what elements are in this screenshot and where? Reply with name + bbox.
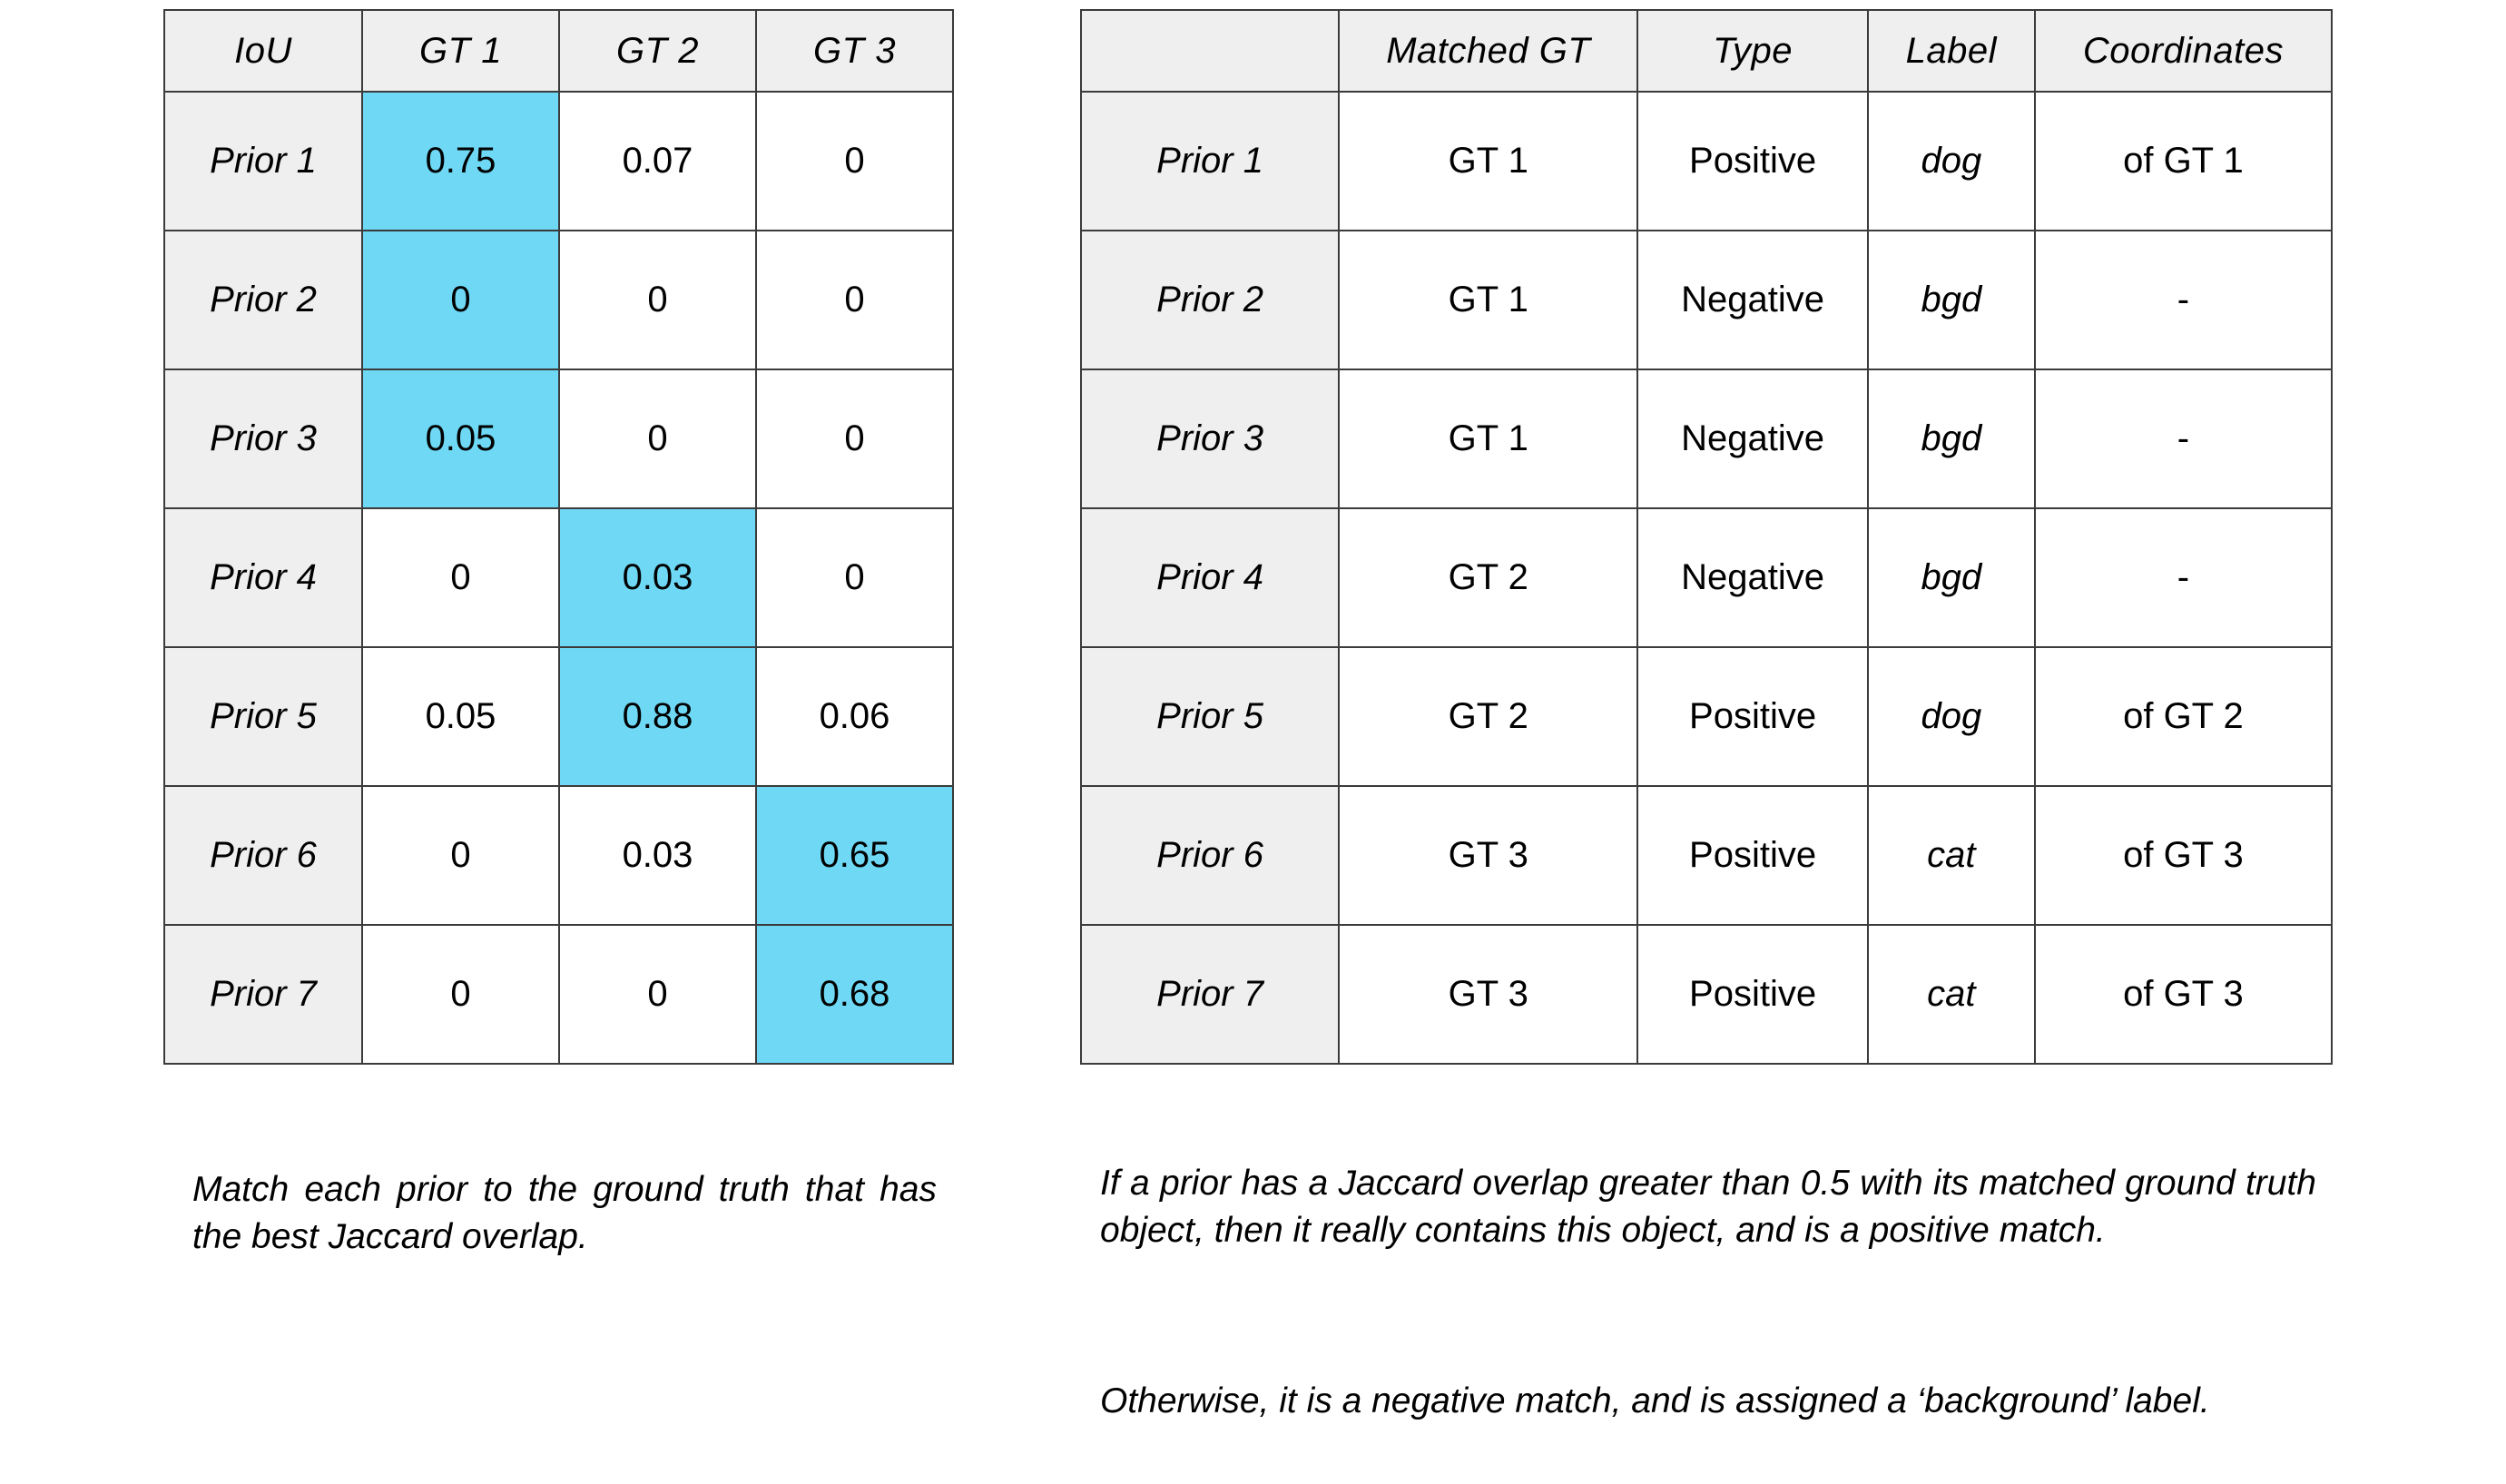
match-row-label-prior5: Prior 5 xyxy=(1079,646,1341,787)
match-cell-type-prior5: Positive xyxy=(1636,646,1869,787)
match-cell-label-prior5: dog xyxy=(1866,646,2036,787)
match-cell-type-prior3: Negative xyxy=(1636,369,1869,509)
match-cell-type-prior1: Positive xyxy=(1636,91,1869,231)
match-panel: Matched GT Type Label Coordinates Prior … xyxy=(1079,9,2334,1065)
match-row-label-prior4: Prior 4 xyxy=(1079,507,1341,648)
table-row: Prior 2 GT 1 Negative bgd - xyxy=(1079,230,2334,370)
match-row-label-prior7: Prior 7 xyxy=(1079,924,1341,1065)
match-cell-label-prior1: dog xyxy=(1866,91,2036,231)
match-row-label-prior2: Prior 2 xyxy=(1079,230,1341,370)
match-cell-matched-gt-prior2: GT 1 xyxy=(1338,230,1639,370)
iou-row-label-prior7: Prior 7 xyxy=(163,924,363,1065)
iou-row-label-prior6: Prior 6 xyxy=(163,785,363,926)
iou-cell-prior4-gt3: 0 xyxy=(755,507,954,648)
table-row: Prior 4 GT 2 Negative bgd - xyxy=(1079,507,2334,648)
table-row: Prior 6 GT 3 Positive cat of GT 3 xyxy=(1079,785,2334,926)
iou-cell-prior7-gt1: 0 xyxy=(361,924,560,1065)
iou-cell-prior4-gt2: 0.03 xyxy=(558,507,757,648)
iou-corner-header: IoU xyxy=(163,9,363,93)
match-cell-matched-gt-prior4: GT 2 xyxy=(1338,507,1639,648)
table-row: Prior 5 GT 2 Positive dog of GT 2 xyxy=(1079,646,2334,787)
iou-row-label-prior4: Prior 4 xyxy=(163,507,363,648)
iou-cell-prior1-gt1: 0.75 xyxy=(361,91,560,231)
right-caption-negative-text: Otherwise, it is a negative match, and i… xyxy=(1100,1381,2210,1420)
iou-row-label-prior1: Prior 1 xyxy=(163,91,363,231)
match-corner-header xyxy=(1079,9,1341,93)
iou-panel: IoU GT 1 GT 2 GT 3 Prior 1 0.75 0.07 0 P… xyxy=(163,9,954,1065)
table-row: Prior 7 GT 3 Positive cat of GT 3 xyxy=(1079,924,2334,1065)
match-column-header-matched-gt: Matched GT xyxy=(1338,9,1639,93)
match-cell-matched-gt-prior6: GT 3 xyxy=(1338,785,1639,926)
match-cell-type-prior6: Positive xyxy=(1636,785,1869,926)
table-row: Prior 3 GT 1 Negative bgd - xyxy=(1079,369,2334,509)
match-cell-matched-gt-prior7: GT 3 xyxy=(1338,924,1639,1065)
match-cell-coordinates-prior6: of GT 3 xyxy=(2033,785,2334,926)
iou-cell-prior6-gt3: 0.65 xyxy=(755,785,954,926)
match-column-header-type: Type xyxy=(1636,9,1869,93)
iou-column-header-gt3: GT 3 xyxy=(755,9,954,93)
match-row-label-prior1: Prior 1 xyxy=(1079,91,1341,231)
match-row-label-prior6: Prior 6 xyxy=(1079,785,1341,926)
iou-column-header-gt1: GT 1 xyxy=(361,9,560,93)
iou-column-header-gt2: GT 2 xyxy=(558,9,757,93)
table-row: Prior 2 0 0 0 xyxy=(163,230,954,370)
match-cell-type-prior7: Positive xyxy=(1636,924,1869,1065)
match-header-row: Matched GT Type Label Coordinates xyxy=(1079,9,2334,93)
iou-cell-prior1-gt3: 0 xyxy=(755,91,954,231)
iou-cell-prior3-gt1: 0.05 xyxy=(361,369,560,509)
iou-cell-prior3-gt2: 0 xyxy=(558,369,757,509)
iou-header-row: IoU GT 1 GT 2 GT 3 xyxy=(163,9,954,93)
match-row-label-prior3: Prior 3 xyxy=(1079,369,1341,509)
iou-cell-prior5-gt3: 0.06 xyxy=(755,646,954,787)
iou-row-label-prior2: Prior 2 xyxy=(163,230,363,370)
match-column-header-coordinates: Coordinates xyxy=(2033,9,2334,93)
match-cell-coordinates-prior7: of GT 3 xyxy=(2033,924,2334,1065)
iou-cell-prior2-gt2: 0 xyxy=(558,230,757,370)
match-cell-coordinates-prior4: - xyxy=(2033,507,2334,648)
match-cell-label-prior2: bgd xyxy=(1866,230,2036,370)
match-cell-matched-gt-prior5: GT 2 xyxy=(1338,646,1639,787)
right-caption-negative: Otherwise, it is a negative match, and i… xyxy=(1100,1378,2316,1425)
left-caption-text: Match each prior to the ground truth tha… xyxy=(192,1170,937,1256)
match-cell-coordinates-prior5: of GT 2 xyxy=(2033,646,2334,787)
match-cell-coordinates-prior1: of GT 1 xyxy=(2033,91,2334,231)
match-cell-label-prior7: cat xyxy=(1866,924,2036,1065)
match-cell-matched-gt-prior3: GT 1 xyxy=(1338,369,1639,509)
table-row: Prior 4 0 0.03 0 xyxy=(163,507,954,648)
match-cell-matched-gt-prior1: GT 1 xyxy=(1338,91,1639,231)
iou-cell-prior5-gt2: 0.88 xyxy=(558,646,757,787)
right-caption-positive-text: If a prior has a Jaccard overlap greater… xyxy=(1100,1164,2316,1250)
right-caption-positive: If a prior has a Jaccard overlap greater… xyxy=(1100,1160,2316,1254)
table-row: Prior 3 0.05 0 0 xyxy=(163,369,954,509)
table-row: Prior 7 0 0 0.68 xyxy=(163,924,954,1065)
iou-cell-prior2-gt3: 0 xyxy=(755,230,954,370)
iou-table: IoU GT 1 GT 2 GT 3 Prior 1 0.75 0.07 0 P… xyxy=(163,9,954,1065)
iou-cell-prior7-gt2: 0 xyxy=(558,924,757,1065)
match-cell-label-prior4: bgd xyxy=(1866,507,2036,648)
table-row: Prior 6 0 0.03 0.65 xyxy=(163,785,954,926)
match-cell-coordinates-prior3: - xyxy=(2033,369,2334,509)
table-row: Prior 5 0.05 0.88 0.06 xyxy=(163,646,954,787)
iou-cell-prior7-gt3: 0.68 xyxy=(755,924,954,1065)
table-row: Prior 1 0.75 0.07 0 xyxy=(163,91,954,231)
match-table: Matched GT Type Label Coordinates Prior … xyxy=(1079,9,2334,1065)
iou-row-label-prior5: Prior 5 xyxy=(163,646,363,787)
match-cell-coordinates-prior2: - xyxy=(2033,230,2334,370)
match-cell-label-prior6: cat xyxy=(1866,785,2036,926)
iou-cell-prior6-gt1: 0 xyxy=(361,785,560,926)
match-column-header-label: Label xyxy=(1866,9,2036,93)
match-cell-type-prior2: Negative xyxy=(1636,230,1869,370)
iou-cell-prior2-gt1: 0 xyxy=(361,230,560,370)
iou-row-label-prior3: Prior 3 xyxy=(163,369,363,509)
iou-cell-prior5-gt1: 0.05 xyxy=(361,646,560,787)
table-row: Prior 1 GT 1 Positive dog of GT 1 xyxy=(1079,91,2334,231)
iou-cell-prior6-gt2: 0.03 xyxy=(558,785,757,926)
match-cell-label-prior3: bgd xyxy=(1866,369,2036,509)
iou-cell-prior1-gt2: 0.07 xyxy=(558,91,757,231)
match-cell-type-prior4: Negative xyxy=(1636,507,1869,648)
iou-cell-prior3-gt3: 0 xyxy=(755,369,954,509)
left-caption: Match each prior to the ground truth tha… xyxy=(192,1166,937,1261)
iou-cell-prior4-gt1: 0 xyxy=(361,507,560,648)
